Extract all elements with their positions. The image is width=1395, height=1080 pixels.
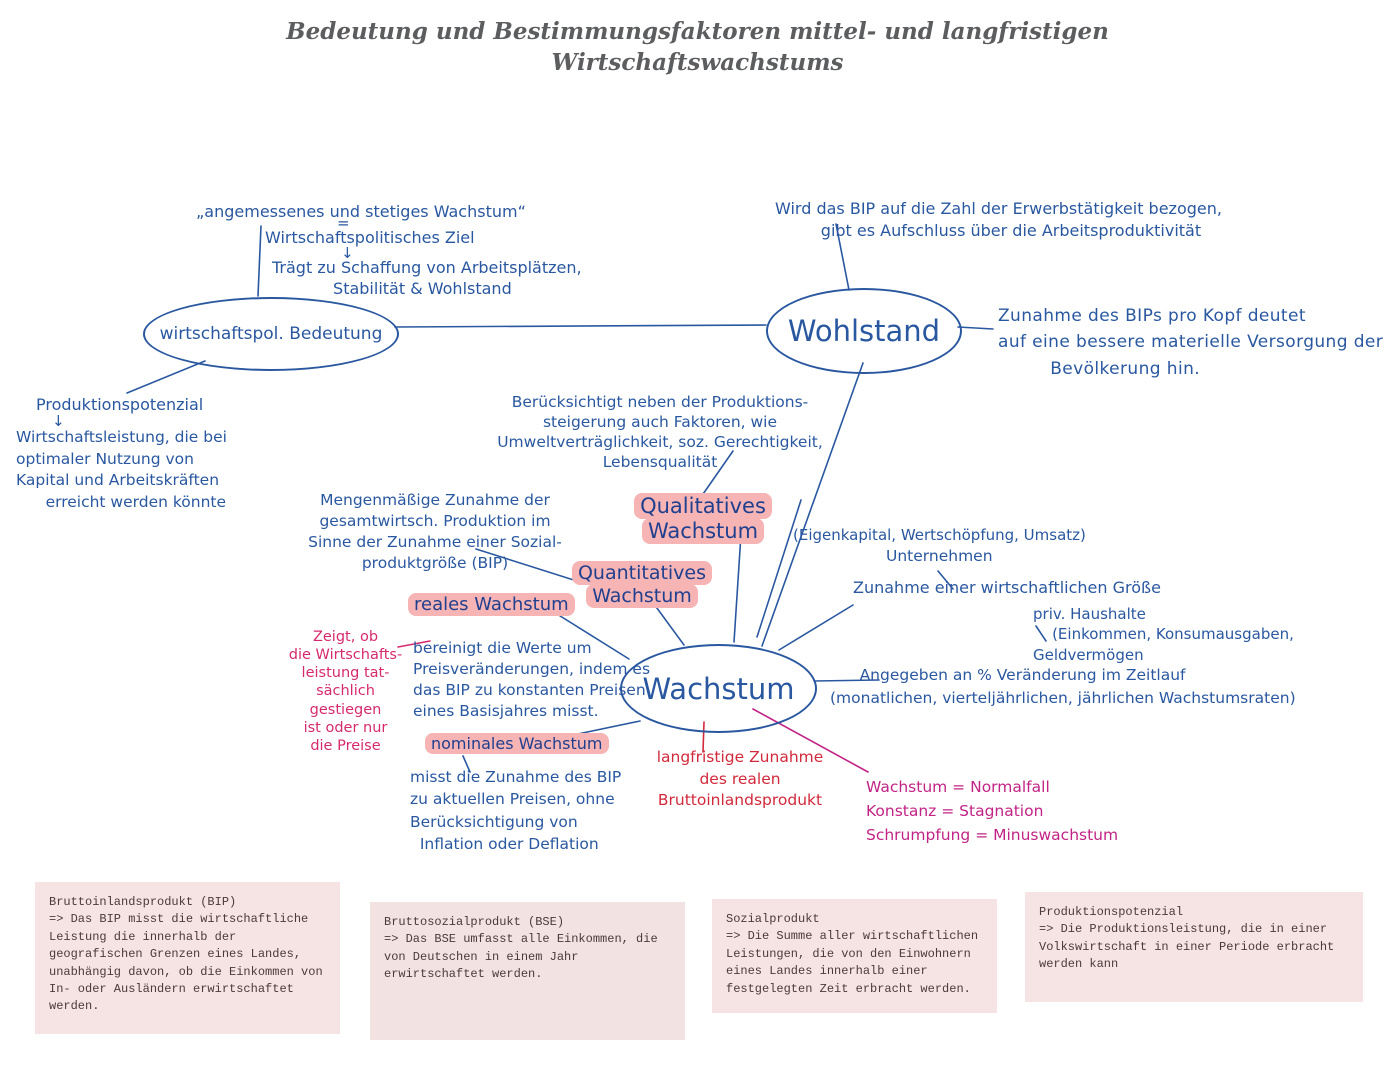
node-label: Wohlstand: [787, 314, 941, 348]
highlighted-text: Qualitatives Wachstum: [634, 493, 772, 545]
definition-body: => Die Produktionsleistung, die in einer…: [1039, 922, 1335, 972]
note-quantitatives-definition: Mengenmäßige Zunahme der gesamtwirtsch. …: [308, 491, 562, 572]
note-zeigt-ob: Zeigt, ob die Wirtschafts- leistung tat-…: [288, 629, 403, 754]
note-traegt-zu-schaffung: Trägt zu Schaffung von Arbeitsplätzen, S…: [272, 258, 582, 298]
arrow-down-icon: ↓: [341, 244, 354, 262]
note-produktionspotenzial-body: Wirtschaftsleistung, die bei optimaler N…: [16, 428, 227, 512]
arrow-down-icon: ↓: [52, 412, 65, 430]
note-bip-pro-kopf: Zunahme des BIPs pro Kopf deutet auf ein…: [998, 306, 1384, 379]
note-produktionspotenzial-title: Produktionspotenzial: [36, 395, 204, 414]
definition-body: => Das BSE umfasst alle Einkommen, die v…: [384, 932, 658, 982]
note-reales-definition: bereinigt die Werte um Preisveränderunge…: [413, 639, 651, 720]
note-prozent-veraenderung: Angegeben an % Veränderung im Zeitlauf (…: [830, 666, 1296, 708]
note-langfristige-zunahme: langfristige Zunahme des realen Bruttoin…: [656, 748, 824, 810]
node-label: Wachstum: [642, 671, 795, 706]
label-reales-wachstum: reales Wachstum: [408, 593, 575, 616]
highlighted-text: reales Wachstum: [408, 593, 575, 616]
note-wirtschaftspolitisches-ziel: Wirtschaftspolitisches Ziel: [265, 228, 475, 247]
node-label: wirtschaftspol. Bedeutung: [159, 324, 383, 344]
node-wachstum: Wachstum: [620, 644, 817, 733]
label-nominales-wachstum: nominales Wachstum: [425, 733, 609, 754]
definition-box-sozialprodukt: Sozialprodukt => Die Summe aller wirtsch…: [712, 899, 997, 1013]
label-quantitatives-wachstum: Quantitatives Wachstum: [563, 561, 721, 608]
definition-title: Sozialprodukt: [726, 912, 820, 926]
definition-title: Bruttoinlandsprodukt (BIP): [49, 895, 237, 909]
label-qualitatives-wachstum: Qualitatives Wachstum: [628, 493, 778, 545]
definition-box-produktionspotenzial: Produktionspotenzial => Die Produktionsl…: [1025, 892, 1363, 1002]
note-wachstumsfaelle: Wachstum = Normalfall Konstanz = Stagnat…: [866, 778, 1119, 845]
note-eigenkapital: (Eigenkapital, Wertschöpfung, Umsatz): [793, 526, 1086, 544]
note-zunahme-groesse: Zunahme einer wirtschaftlichen Größe: [853, 578, 1161, 597]
equals-sign: =: [337, 214, 350, 232]
page-title: Bedeutung und Bestimmungsfaktoren mittel…: [286, 18, 1109, 77]
note-unternehmen: Unternehmen: [886, 547, 993, 565]
definition-body: => Das BIP misst die wirtschaftliche Lei…: [49, 912, 323, 1014]
highlighted-text: nominales Wachstum: [425, 733, 609, 754]
note-nominales-definition: misst die Zunahme des BIP zu aktuellen P…: [410, 768, 622, 854]
highlighted-text: Quantitatives Wachstum: [571, 561, 713, 608]
note-private-haushalte: priv. Haushalte (Einkommen, Konsumausgab…: [1033, 605, 1294, 664]
node-wohlstand: Wohlstand: [766, 288, 962, 374]
note-bip-erwerbstaetigkeit: Wird das BIP auf die Zahl der Erwerbstät…: [775, 199, 1222, 240]
definition-title: Bruttosozialprodukt (BSE): [384, 915, 565, 929]
definition-body: => Die Summe aller wirtschaftlichen Leis…: [726, 929, 979, 996]
note-qualitatives-definition: Berücksichtigt neben der Produktions- st…: [497, 393, 823, 472]
definition-box-bip: Bruttoinlandsprodukt (BIP) => Das BIP mi…: [35, 882, 340, 1034]
note-angemessenes-wachstum: „angemessenes und stetiges Wachstum“: [196, 202, 526, 221]
definition-title: Produktionspotenzial: [1039, 905, 1184, 919]
node-wirtschaftspol-bedeutung: wirtschaftspol. Bedeutung: [143, 297, 399, 371]
definition-box-bse: Bruttosozialprodukt (BSE) => Das BSE umf…: [370, 902, 685, 1040]
